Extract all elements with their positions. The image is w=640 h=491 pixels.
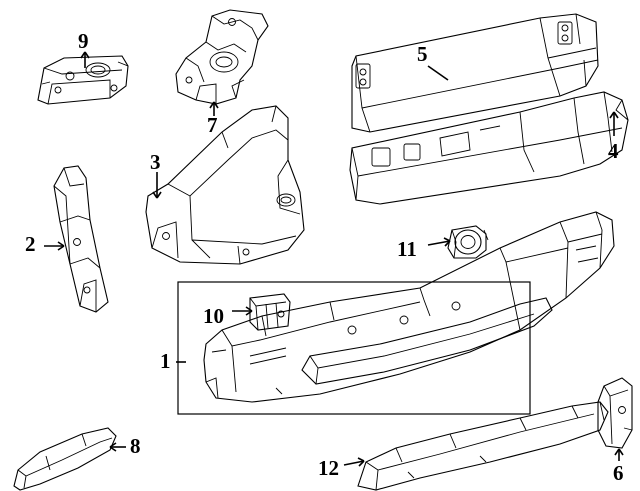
part-7-bracket xyxy=(175,9,269,105)
part-1-bumper-cover xyxy=(203,211,615,403)
callout-6: 6 xyxy=(613,461,624,485)
callout-2: 2 xyxy=(25,232,36,256)
callout-8: 8 xyxy=(130,434,141,458)
part-11-sensor xyxy=(447,225,489,259)
part-8-trim-strip xyxy=(13,427,117,491)
callout-12: 12 xyxy=(318,456,339,480)
callout-11: 11 xyxy=(397,237,417,261)
callout-3: 3 xyxy=(150,150,161,174)
part-10-bracket xyxy=(249,293,291,331)
part-4-energy-absorber xyxy=(349,91,629,205)
callout-1: 1 xyxy=(160,349,171,373)
part-2-side-bracket xyxy=(53,165,109,313)
leader-lines xyxy=(44,51,624,467)
part-12-lower-valance xyxy=(357,401,609,491)
callout-10: 10 xyxy=(203,304,224,328)
part-3-side-support xyxy=(145,105,305,265)
callout-9: 9 xyxy=(78,29,89,53)
part-6-bracket xyxy=(597,377,633,449)
callout-5: 5 xyxy=(417,42,428,66)
part-5-reinforcement-beam xyxy=(351,13,599,133)
main-bumper-cover-box xyxy=(177,281,531,415)
callout-7: 7 xyxy=(207,113,218,137)
part-9-bracket xyxy=(37,55,129,105)
callout-4: 4 xyxy=(608,139,619,163)
